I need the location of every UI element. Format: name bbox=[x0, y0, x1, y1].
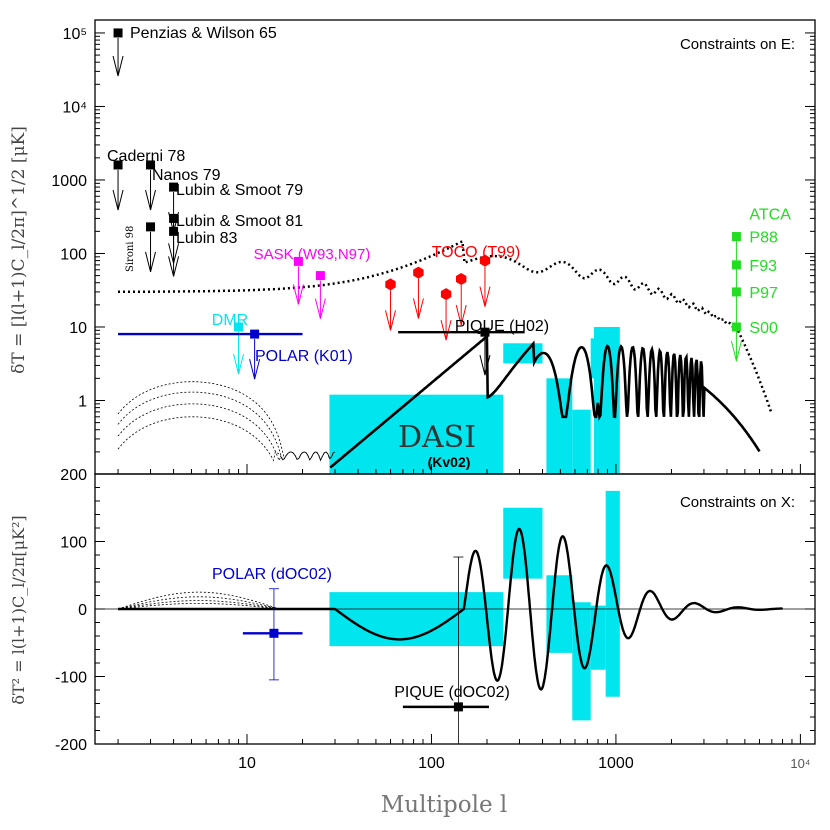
atca-point-label: P88 bbox=[749, 230, 778, 247]
dasi-sublabel: (Kv02) bbox=[428, 454, 471, 470]
polar-k01-marker bbox=[250, 329, 260, 339]
x-axis-label: Multipole l bbox=[381, 792, 508, 818]
lubin-smoot-79-marker bbox=[169, 182, 179, 192]
theory-curves-layer bbox=[95, 239, 815, 691]
sask-w93-n97-arrow-head bbox=[292, 284, 304, 305]
dasi-box-bottom bbox=[605, 490, 620, 697]
polar-doc02-marker bbox=[269, 628, 279, 638]
sask-w93-n97-arrow-head bbox=[314, 298, 326, 319]
toco-t99-marker bbox=[385, 278, 396, 291]
nanos-79-marker bbox=[146, 160, 156, 170]
y-tick-label-bottom: -200 bbox=[55, 737, 87, 754]
sironi-98-marker bbox=[146, 222, 156, 232]
reionization-curve-bottom bbox=[117, 596, 330, 610]
atca-point-marker bbox=[731, 260, 741, 270]
atca-point-label: S00 bbox=[749, 320, 778, 337]
dmr-label: DMR bbox=[212, 312, 248, 329]
dasi-boxes-layer bbox=[329, 326, 620, 721]
y-tick-label-bottom: 0 bbox=[78, 602, 87, 619]
bottom-y-axis-label: δT² = l(l+1)C_l/2π[μK²] bbox=[9, 515, 28, 704]
penzias-wilson-65-arrow-head bbox=[112, 55, 124, 77]
dasi-box-top bbox=[329, 394, 504, 474]
lubin-smoot-81-marker bbox=[169, 213, 179, 223]
atca-point-marker bbox=[731, 287, 741, 297]
toco-t99-marker bbox=[479, 254, 491, 267]
toco-t99-marker bbox=[440, 288, 452, 301]
sironi-98-label: Sironi 98 bbox=[125, 226, 136, 272]
pique-h02-label: PIQUE (H02) bbox=[455, 318, 549, 335]
dmr-marker bbox=[234, 322, 244, 332]
y-tick-label-top: 10⁴ bbox=[62, 99, 87, 116]
caderni-78-marker bbox=[113, 160, 123, 170]
x-tick-label: 10⁴ bbox=[790, 756, 810, 771]
toco-t99-arrow-head bbox=[440, 319, 452, 341]
penzias-wilson-65-marker bbox=[113, 28, 123, 38]
bottom-panel-legend: Constraints on X: bbox=[680, 494, 795, 511]
sask-w93-n97-marker bbox=[293, 256, 303, 266]
x-tick-label: 1000 bbox=[598, 755, 634, 772]
atca-label: ATCA bbox=[749, 207, 791, 224]
toco-t99-arrow-head bbox=[385, 310, 397, 331]
polar-k01-arrow-head bbox=[249, 358, 261, 380]
penzias-wilson-65-label: Penzias & Wilson 65 bbox=[130, 25, 277, 42]
reionization-curve-top bbox=[117, 381, 336, 462]
y-tick-label-top: 10 bbox=[69, 320, 87, 337]
x-tick-label: 10 bbox=[238, 755, 256, 772]
dasi-box-top bbox=[572, 409, 591, 474]
polar-doc02-label: POLAR (dOC02) bbox=[212, 566, 332, 583]
y-tick-label-top: 1000 bbox=[51, 173, 87, 190]
toco-t99-arrow-head bbox=[412, 298, 424, 319]
y-tick-label-bottom: 200 bbox=[60, 467, 87, 484]
dmr-arrow-head bbox=[233, 353, 245, 375]
nanos-79-arrow-head bbox=[145, 189, 157, 211]
sironi-98-arrow-head bbox=[145, 251, 157, 273]
reionization-curve-top bbox=[117, 391, 336, 462]
caderni-78-label: Caderni 78 bbox=[107, 148, 185, 165]
sask-w93-n97-marker bbox=[315, 271, 325, 281]
caderni-78-arrow-head bbox=[112, 189, 124, 211]
atca-arrow-head bbox=[730, 340, 742, 362]
lubin-83-marker bbox=[169, 226, 179, 236]
reionization-curve-bottom bbox=[117, 591, 330, 610]
y-tick-label-top: 100 bbox=[60, 246, 87, 263]
toco-t99-marker bbox=[413, 266, 424, 279]
y-tick-label-bottom: 100 bbox=[60, 535, 87, 552]
pique-h02-marker bbox=[480, 327, 490, 337]
toco-t99-arrow-head bbox=[455, 304, 467, 326]
toco-t99-marker bbox=[456, 273, 467, 285]
dasi-box-bottom bbox=[546, 575, 573, 653]
atca-point-marker bbox=[731, 322, 741, 332]
y-tick-label-bottom: -100 bbox=[55, 670, 87, 687]
atca-point-label: F93 bbox=[749, 258, 777, 275]
atca-point-marker bbox=[731, 232, 741, 242]
top-panel-legend: Constraints on E: bbox=[680, 36, 795, 53]
pique-h02-arrow-head bbox=[479, 355, 491, 376]
pique-doc02-marker bbox=[453, 702, 463, 712]
nanos-79-label: Nanos 79 bbox=[152, 167, 221, 184]
e-polarization-curve bbox=[329, 333, 761, 469]
y-tick-label-top: 1 bbox=[78, 393, 87, 410]
pique-doc02-label: PIQUE (dOC02) bbox=[394, 684, 510, 701]
lubin-83-arrow-head bbox=[168, 256, 180, 277]
polar-k01-label: POLAR (K01) bbox=[255, 348, 353, 365]
lubin-83-label: Lubin 83 bbox=[176, 230, 237, 247]
top-y-axis-label: δT = [l(l+1)C_l/2π]^1/2 [μK] bbox=[9, 126, 29, 374]
lubin-smoot-79-label: Lubin & Smoot 79 bbox=[176, 182, 303, 199]
sask-w93-n97-label: SASK (W93,N97) bbox=[254, 246, 371, 263]
dasi-box-top bbox=[605, 326, 616, 350]
reionization-curve-top bbox=[117, 403, 336, 462]
x-tick-label: 100 bbox=[418, 755, 445, 772]
lubin-smoot-81-label: Lubin & Smoot 81 bbox=[176, 213, 303, 230]
toco-t99-label: TOCO (T99) bbox=[432, 244, 521, 261]
atca-point-label: P97 bbox=[749, 285, 778, 302]
toco-t99-arrow-head bbox=[479, 286, 491, 307]
y-tick-label-top: 10⁵ bbox=[63, 26, 87, 43]
dasi-label: DASI bbox=[398, 420, 476, 455]
reionization-curve-top bbox=[117, 416, 336, 462]
